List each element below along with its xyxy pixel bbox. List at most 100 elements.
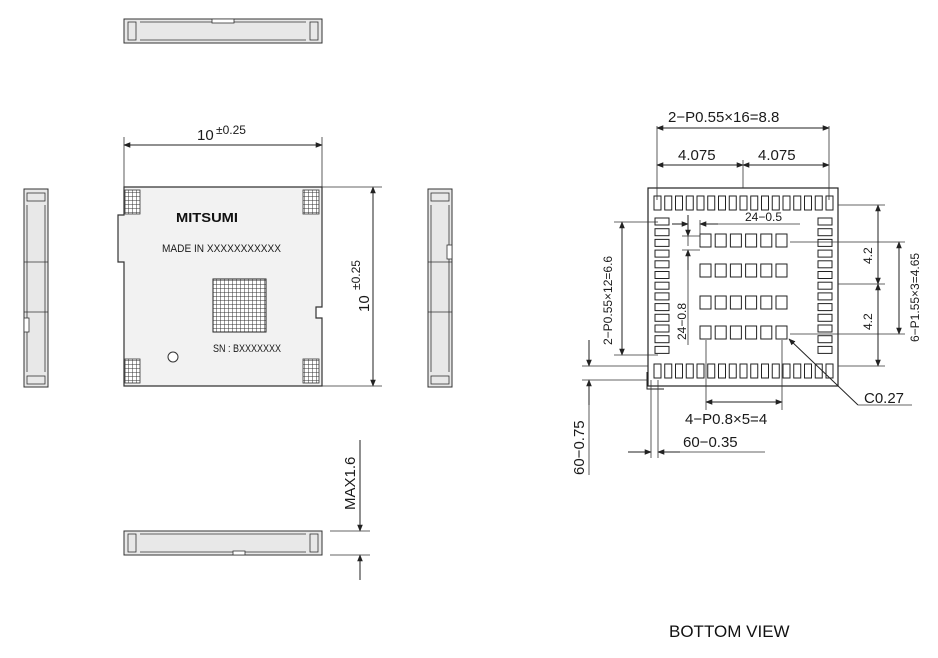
- pad-width-dimension: [628, 380, 765, 458]
- left-edge-pad: [654, 303, 670, 312]
- bottom-view-footprint: [646, 187, 839, 390]
- inner-pad: [714, 325, 727, 340]
- top-edge-pad: [696, 195, 705, 211]
- inner-pad: [729, 233, 742, 248]
- top-edge-pad: [664, 195, 673, 211]
- bottom-edge-pad: [653, 363, 662, 379]
- inner-pad: [745, 325, 758, 340]
- bottom-edge-pad: [750, 363, 759, 379]
- right-edge-pad: [817, 217, 833, 226]
- bottom-edge-pad: [707, 363, 716, 379]
- chamfer-label: C0.27: [864, 390, 904, 407]
- top-edge-pad: [825, 195, 834, 211]
- bottom-edge-pad: [761, 363, 769, 379]
- top-pitch-dimension: [656, 125, 830, 200]
- width-label: 10: [197, 127, 214, 144]
- bottom-side-view: [123, 530, 323, 556]
- brand-logo: MITSUMI: [176, 210, 238, 225]
- inner-pad: [714, 263, 727, 278]
- max-height-dimension: [330, 440, 370, 580]
- bottom-edge-pad: [685, 363, 694, 379]
- left-edge-pad: [654, 271, 670, 279]
- inner-pad: [729, 325, 742, 340]
- left-side-view: [23, 188, 49, 388]
- pad-length-dimension: [582, 340, 648, 475]
- inner-pad: [729, 263, 742, 278]
- right-edge-pad: [817, 345, 833, 354]
- bottom-edge-pad: [675, 363, 683, 379]
- inner-width-label: 24−0.5: [745, 210, 782, 224]
- inner-pad: [699, 325, 712, 340]
- top-edge-pad: [761, 195, 769, 211]
- top-edge-pad: [653, 195, 662, 211]
- inner-pad: [760, 295, 773, 310]
- left-edge-pad: [654, 260, 670, 269]
- left-edge-pad: [654, 345, 670, 354]
- left-edge-pad: [654, 281, 670, 290]
- inner-pad: [760, 263, 773, 278]
- pin1-marker: [167, 351, 179, 363]
- inner-pad: [775, 233, 788, 248]
- inner-pad: [699, 263, 712, 278]
- top-side-view: [123, 18, 323, 44]
- left-edge-pad: [654, 324, 670, 333]
- serial-label: SN : BXXXXXXX: [213, 343, 282, 355]
- right-edge-pad: [817, 335, 833, 344]
- top-edge-pad: [739, 195, 748, 211]
- height-dimension: [322, 186, 382, 387]
- max-height-label: MAX1.6: [342, 457, 359, 510]
- right-edge-pad: [817, 249, 833, 258]
- left-edge-pad: [654, 228, 670, 237]
- bottom-edge-pad: [782, 363, 791, 379]
- bottom-edge-pad: [718, 363, 726, 379]
- height-tolerance: ±0.25: [349, 260, 363, 290]
- inner-pad: [745, 295, 758, 310]
- bottom-edge-pad: [793, 363, 802, 379]
- inner-pad: [745, 263, 758, 278]
- bottom-edge-pad: [804, 363, 812, 379]
- right-edge-pad: [817, 324, 833, 333]
- inner-pad: [699, 295, 712, 310]
- top-edge-pad: [782, 195, 791, 211]
- right-edge-pad: [817, 303, 833, 312]
- chamfer-leader: [788, 338, 912, 406]
- right-edge-pad: [817, 228, 833, 237]
- half-left-label: 4.075: [678, 147, 716, 164]
- left-edge-pad: [654, 249, 670, 258]
- bottom-edge-pad: [814, 363, 823, 379]
- top-edge-pad: [771, 195, 780, 211]
- top-edge-pad: [728, 195, 737, 211]
- right-upper-label: 4.2: [861, 247, 875, 264]
- pad-width-label: 60−0.35: [683, 434, 738, 451]
- right-edge-pad: [817, 238, 833, 247]
- inner-pad: [775, 263, 788, 278]
- right-edge-pad: [817, 292, 833, 301]
- top-edge-pad: [750, 195, 759, 211]
- inner-height-label: 24−0.8: [675, 303, 689, 340]
- left-edge-pad: [654, 335, 670, 344]
- left-edge-pad: [654, 217, 670, 226]
- module-top-view: [117, 186, 323, 387]
- left-edge-pad: [654, 238, 670, 247]
- right-pitch-label: 6−P1.55×3=4.65: [908, 253, 922, 342]
- shield-grid: [212, 278, 267, 333]
- inner-pad: [729, 295, 742, 310]
- left-edge-pad: [654, 313, 670, 322]
- bottom-edge-pad: [728, 363, 737, 379]
- inner-pad: [714, 233, 727, 248]
- width-tolerance: ±0.25: [216, 123, 246, 137]
- height-label: 10: [356, 295, 373, 312]
- half-right-label: 4.075: [758, 147, 796, 164]
- top-edge-pad: [718, 195, 726, 211]
- top-pitch-label: 2−P0.55×16=8.8: [668, 109, 779, 126]
- inner-pad: [775, 325, 788, 340]
- bottom-view-caption: BOTTOM VIEW: [669, 622, 790, 641]
- left-pitch-label: 2−P0.55×12=6.6: [601, 256, 615, 345]
- right-edge-pad: [817, 271, 833, 279]
- inner-pad: [714, 295, 727, 310]
- bottom-edge-pad: [771, 363, 780, 379]
- right-edge-pad: [817, 281, 833, 290]
- top-edge-pad: [685, 195, 694, 211]
- bottom-edge-pad: [739, 363, 748, 379]
